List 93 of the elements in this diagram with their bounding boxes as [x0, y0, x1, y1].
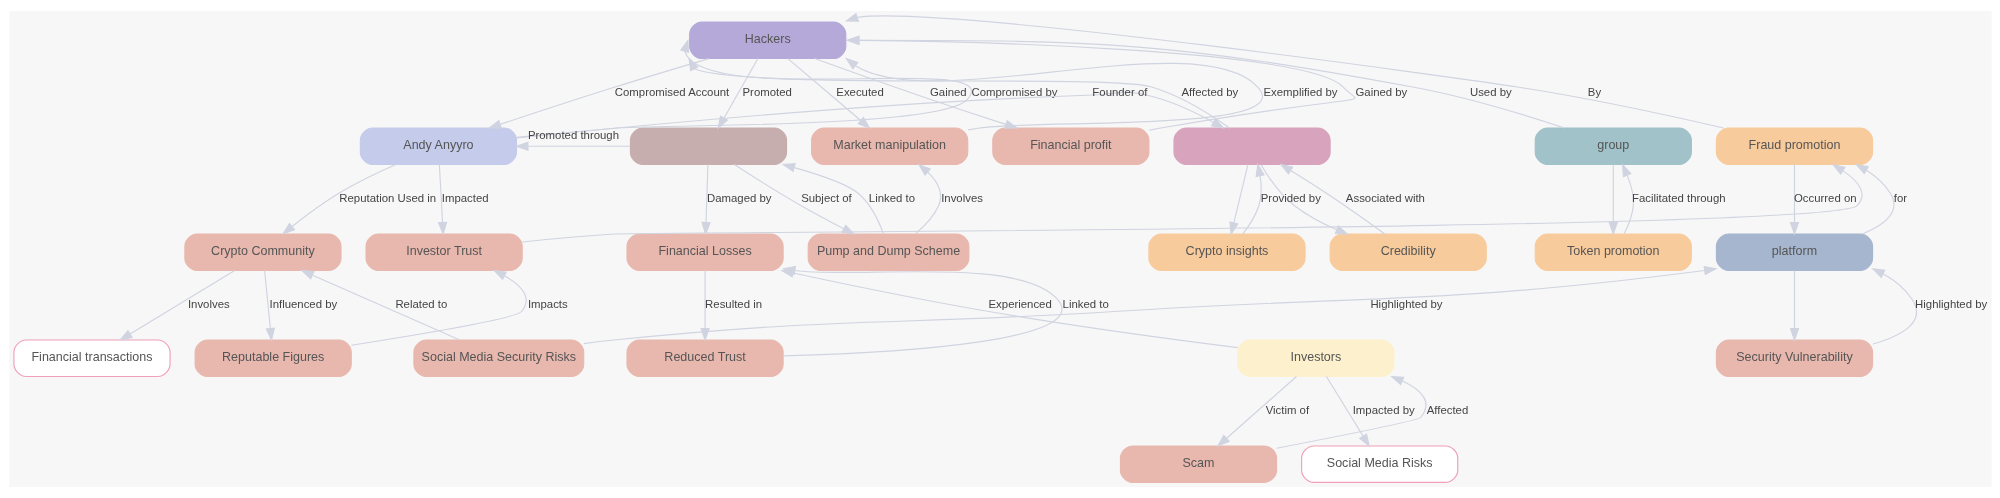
arrow	[845, 35, 1355, 131]
edge-label: Involves	[940, 192, 983, 205]
edge-label: Involves	[187, 298, 230, 311]
node-box: Market manipulation	[810, 127, 968, 166]
edge-label: Provided by	[1260, 192, 1321, 205]
arrow	[487, 58, 709, 129]
edge-label: By	[1587, 86, 1601, 99]
arrow	[1228, 163, 1248, 236]
arrow	[515, 91, 1225, 139]
arrow	[786, 58, 871, 130]
node-box: Social Media Security Risks	[412, 339, 584, 378]
edge-label: Gained	[929, 86, 967, 99]
arrow	[299, 269, 460, 341]
node-box: Social Media Risks	[1300, 445, 1458, 483]
node-box: Investors	[1236, 339, 1394, 378]
arrow	[437, 163, 447, 236]
node-box: Crypto insights	[1147, 233, 1306, 272]
arrow	[813, 58, 1018, 129]
node-box: Reputable Figures	[194, 339, 352, 378]
edge-label: Executed	[835, 86, 884, 99]
arrow	[118, 269, 235, 341]
edge-label: Linked to	[868, 192, 915, 205]
node-box: Crypto Community	[183, 233, 342, 272]
arrow	[350, 269, 527, 346]
arrow	[1789, 163, 1799, 236]
node-box: Security Vulnerability	[1715, 339, 1873, 378]
edge-label: Impacts	[527, 298, 568, 311]
arrow	[1241, 162, 1265, 235]
edge-label: Experienced	[988, 298, 1052, 311]
arrow	[1870, 268, 1917, 345]
edge-label: for	[1893, 192, 1907, 205]
node-box	[629, 127, 787, 166]
edge-label: Used by	[1469, 86, 1512, 99]
arrow	[1216, 375, 1297, 448]
edge-label: Compromised by	[970, 86, 1057, 99]
edge-label: Facilitated through	[1631, 192, 1726, 205]
edge-label: Damaged by	[706, 192, 772, 205]
edge-label: Founder of	[1091, 86, 1147, 99]
edge-label: Linked to	[1062, 298, 1109, 311]
node-box: Reduced Trust	[625, 339, 784, 378]
edge-label: Victim of	[1265, 404, 1309, 417]
node-box: platform	[1715, 233, 1873, 272]
node-box: Financial transactions	[12, 339, 171, 378]
edge-label: Affected	[1426, 404, 1468, 417]
edge-label: Highlighted by	[1369, 298, 1443, 311]
arrow	[281, 163, 396, 235]
arrow	[844, 12, 1724, 129]
edge-label: Promoted through	[527, 129, 619, 142]
edge-label: Associated with	[1345, 192, 1425, 205]
edge-label: Promoted	[742, 86, 792, 99]
arrow	[1608, 163, 1618, 236]
edge-label: Subject of	[800, 192, 852, 205]
node-box: Fraud promotion	[1715, 127, 1873, 166]
node-box: Pump and Dump Scheme	[807, 233, 969, 272]
edge-label: Highlighted by	[1914, 298, 1987, 311]
arrow	[716, 58, 759, 130]
arrow	[845, 35, 1565, 129]
edge-label: Affected by	[1181, 86, 1238, 99]
edge-label: Occurred on	[1793, 192, 1857, 205]
edge-label: Gained by	[1354, 86, 1407, 99]
arrow	[263, 269, 275, 342]
arrow	[700, 163, 711, 236]
edge-label: Reputation Used in	[338, 192, 436, 205]
arrow	[699, 269, 710, 342]
arrow	[1275, 375, 1426, 449]
arrow	[521, 163, 1863, 243]
arrow	[844, 57, 1263, 131]
edge-label: Compromised Account	[614, 86, 729, 99]
node-box: group	[1534, 127, 1692, 166]
node-box: Andy Anyyro	[359, 127, 517, 166]
arrow	[1854, 163, 1894, 235]
arrow	[914, 163, 941, 235]
arrow	[1621, 163, 1634, 235]
node-box: Hackers	[688, 21, 846, 60]
node-box: Token promotion	[1534, 233, 1692, 272]
arrow	[687, 56, 1230, 129]
edge-label: Resulted in	[704, 298, 762, 311]
edge-label: Exemplified by	[1262, 86, 1337, 99]
node-box: Investor Trust	[365, 233, 523, 272]
arrow	[1260, 164, 1349, 235]
edge-label: Related to	[394, 298, 447, 311]
arrow	[1789, 269, 1799, 342]
edge-label: Impacted	[441, 192, 489, 205]
node-box: Financial profit	[991, 127, 1149, 166]
arrow	[1278, 163, 1385, 235]
arrow	[1325, 375, 1370, 448]
node-box: Credibility	[1329, 233, 1487, 272]
node-box: Scam	[1119, 445, 1277, 483]
node-box: Financial Losses	[625, 233, 784, 272]
edge-label: Influenced by	[269, 298, 337, 311]
edge-label: Impacted by	[1352, 404, 1415, 417]
node-box	[1172, 127, 1331, 166]
arrow	[514, 141, 631, 152]
